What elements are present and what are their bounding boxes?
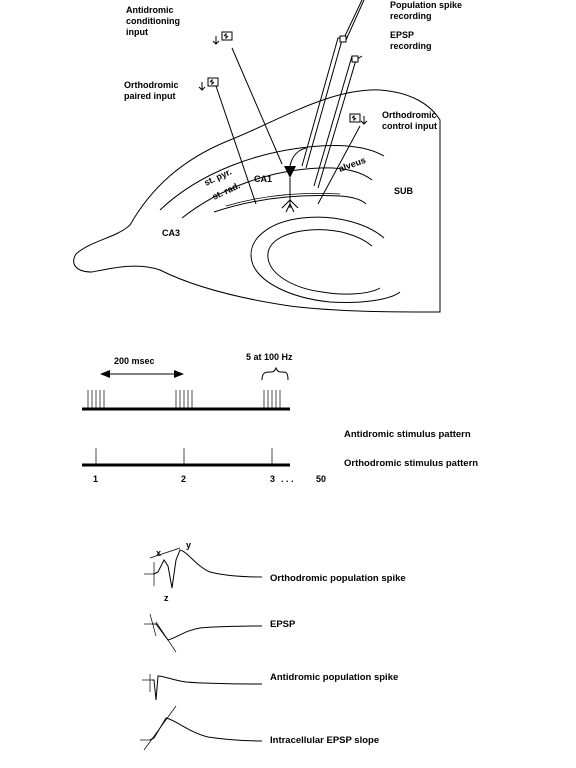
pulse-number-3: 3 — [270, 474, 275, 484]
antidromic-burst-2 — [175, 390, 193, 408]
burst-brace — [261, 366, 289, 381]
region-label-ca3: CA3 — [162, 228, 180, 238]
antidromic-electrode — [231, 47, 283, 165]
caption-epsp: EPSP — [270, 619, 296, 630]
pulse-number-50: 50 — [316, 474, 326, 484]
interval-arrow-right-head — [174, 370, 184, 378]
marker-z: z — [164, 593, 169, 603]
pyramidal-neuron-soma — [284, 166, 296, 178]
dendrite-branches — [281, 199, 299, 213]
antidromic-caption: Antidromic stimulus pattern — [344, 429, 471, 440]
orthodromic-caption: Orthodromic stimulus pattern — [344, 458, 478, 469]
burst-label: 5 at 100 Hz — [246, 352, 293, 362]
population-spike-pipette-tip — [339, 35, 347, 43]
radiatum-layer — [213, 195, 367, 213]
label-orthodromic-control-input: Orthodromic control input — [382, 110, 439, 131]
marker-y: y — [186, 540, 191, 550]
alveus-layer — [159, 145, 385, 211]
pyramidal-layer — [181, 167, 373, 219]
stimulus-symbol-orthodromic-control — [349, 113, 368, 125]
dentate-gyrus-outline — [250, 216, 401, 303]
population-spike-pipette — [301, 0, 365, 169]
dentate-gyrus-inner — [267, 229, 381, 295]
orthodromic-control-electrode — [317, 125, 361, 205]
marker-x: x — [156, 548, 161, 558]
caption-orthodromic-population-spike: Orthodromic population spike — [270, 573, 406, 584]
label-antidromic-input: Antidromic conditioning input — [126, 5, 183, 37]
hippocampal-slice-diagram: Antidromic conditioning input Orthodromi… — [73, 0, 465, 313]
region-label-ca1: CA1 — [254, 174, 272, 184]
antidromic-burst-1 — [87, 390, 105, 408]
pulse-number-1: 1 — [93, 474, 98, 484]
stimulus-symbol-antidromic — [212, 31, 233, 45]
trace-antidromic-population-spike — [142, 674, 263, 701]
label-orthodromic-paired-input: Orthodromic paired input — [124, 80, 181, 101]
interval-label: 200 msec — [114, 356, 155, 366]
caption-antidromic-population-spike: Antidromic population spike — [270, 672, 398, 683]
stimulus-symbol-orthodromic-paired — [198, 77, 219, 91]
trace-orthodromic-population-spike: x y z — [144, 540, 263, 603]
caption-intracellular-epsp-slope: Intracellular EPSP slope — [270, 735, 379, 746]
radiatum-layer-2 — [225, 192, 341, 207]
axon-to-alveus — [289, 147, 307, 167]
pulse-number-2: 2 — [181, 474, 186, 484]
antidromic-burst-3 — [263, 390, 281, 408]
label-epsp-recording: EPSP recording — [390, 30, 432, 51]
label-population-spike-recording: Population spike recording — [390, 0, 465, 21]
epsp-pipette-tip — [351, 55, 359, 63]
slice-outline — [73, 89, 441, 313]
interval-arrow-left-head — [100, 370, 110, 378]
pulse-ellipsis: . . . — [281, 474, 294, 484]
orthodromic-paired-electrode — [215, 85, 257, 205]
stimulus-protocol: 200 msec 5 at 100 Hz Antidromic stimulus… — [82, 352, 478, 484]
region-label-sub: SUB — [394, 186, 414, 196]
trace-epsp — [144, 613, 263, 653]
trace-intracellular-epsp-slope — [140, 705, 263, 751]
recorded-traces: x y z Orthodromic population spike EPSP … — [140, 540, 406, 751]
